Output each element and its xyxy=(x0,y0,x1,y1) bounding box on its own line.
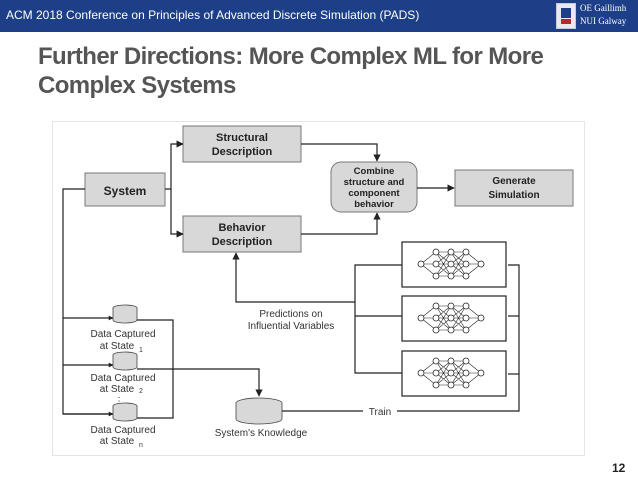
combine-label-line1: Combine xyxy=(354,166,395,177)
system-label: System xyxy=(104,184,147,198)
data-store-2: Data Captured at State 2 ⋮ xyxy=(90,351,156,407)
behavior-description-box: Behavior Description xyxy=(182,215,302,253)
data-store-1: Data Captured at State 1 xyxy=(90,304,156,354)
data-store-n: Data Captured at State n xyxy=(90,402,156,449)
generate-label-line1: Generate xyxy=(492,176,536,187)
data2-subscript: 2 xyxy=(139,388,143,395)
logo-text-line2: NUI Galway xyxy=(580,16,627,26)
data-ellipsis: ⋮ xyxy=(114,396,124,407)
data2-label-line1: Data Captured xyxy=(90,373,155,384)
train-label: Train xyxy=(369,407,391,418)
combine-label-line2: structure and xyxy=(344,177,405,188)
header-bar: ACM 2018 Conference on Principles of Adv… xyxy=(0,0,638,32)
data1-label-line1: Data Captured xyxy=(90,329,155,340)
logo-text-line1: OE Gaillimh xyxy=(580,3,627,13)
neural-network-1 xyxy=(401,241,507,288)
datan-label-line2: at State xyxy=(100,436,135,447)
crest-icon xyxy=(556,3,576,29)
ml-diagram: System Structural Description Behavior D… xyxy=(52,121,585,456)
combine-label-line4: behavior xyxy=(354,199,394,210)
generate-label-line2: Simulation xyxy=(488,190,539,201)
behavior-label-line2: Description xyxy=(212,236,273,248)
knowledge-label: System's Knowledge xyxy=(215,428,308,439)
predictions-label-bg xyxy=(240,305,350,333)
combine-label-line3: component xyxy=(348,188,400,199)
conference-title: ACM 2018 Conference on Principles of Adv… xyxy=(6,8,420,22)
neural-network-3 xyxy=(401,350,507,397)
structural-label-line2: Description xyxy=(212,146,273,158)
behavior-label-line1: Behavior xyxy=(218,222,266,234)
slide-title: Further Directions: More Complex ML for … xyxy=(38,43,544,99)
data1-label-line2: at State xyxy=(100,341,135,352)
system-connectors xyxy=(62,140,455,417)
structural-label-line1: Structural xyxy=(216,132,268,144)
data-to-knowledge-connectors xyxy=(137,319,263,419)
datan-label-line1: Data Captured xyxy=(90,425,155,436)
system-knowledge-store: System's Knowledge xyxy=(215,397,308,439)
data1-subscript: 1 xyxy=(139,347,143,354)
train-connectors xyxy=(282,264,520,412)
neural-network-2 xyxy=(401,295,507,342)
predictions-label-line1: Predictions on xyxy=(259,309,322,320)
structural-description-box: Structural Description xyxy=(182,125,302,163)
system-box: System xyxy=(84,172,166,207)
combine-box: Combine structure and component behavior xyxy=(330,161,418,213)
university-logo: OE Gaillimh NUI Galway xyxy=(556,1,634,31)
page-number: 12 xyxy=(612,461,626,475)
data2-label-line2: at State xyxy=(100,384,135,395)
predictions-label-line2: Influential Variables xyxy=(248,321,335,332)
prediction-connectors xyxy=(232,252,402,374)
generate-simulation-box: Generate Simulation xyxy=(454,169,574,207)
datan-subscript: n xyxy=(139,442,143,449)
